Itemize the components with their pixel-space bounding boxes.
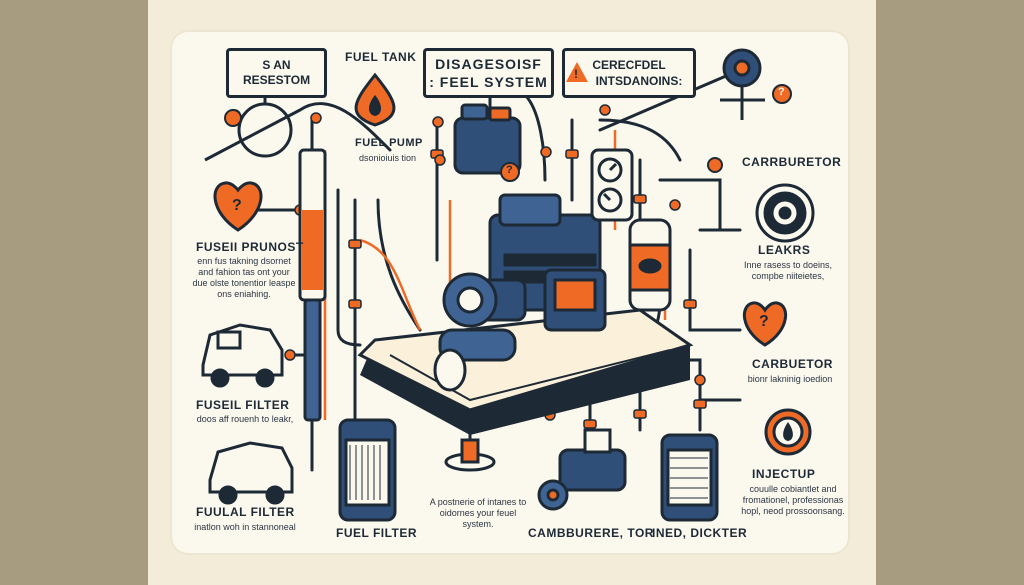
diagnose-fuel-system-line-1: DISAGESOISF: [435, 56, 542, 72]
fuseil-filter-desc: doos aff rouenh to leakr,: [196, 414, 294, 424]
drain-valve: [444, 438, 496, 472]
fuel-tank-label: FUEL TANK: [345, 50, 417, 64]
fuel-pump-desc: dsonioiuis tion: [358, 153, 417, 163]
fuulal-filter-desc: inatlon woh in stannoneal: [194, 522, 296, 532]
carbuetor-desc: bionr lakninig ioedion: [747, 374, 833, 384]
warning-triangle-icon: [566, 62, 588, 82]
fuel-filter-label: FUEL FILTER: [336, 526, 418, 540]
injectup-desc: couulle cobiantlet and fromationel, prof…: [741, 484, 845, 516]
question-glyph-valve: ?: [778, 86, 785, 98]
engine-block: [433, 193, 607, 392]
fuel-filter-cylinder: [338, 418, 397, 522]
diagnose-fuel-system-line-2: : FEEL SYSTEM: [429, 74, 548, 90]
warning-line-2: INTSDANOINS:: [595, 74, 683, 88]
injector-drop-badge: [764, 408, 812, 456]
question-badge: [224, 109, 242, 127]
warning-line-1: CERECFDEL: [592, 58, 666, 72]
carbuetor-label: CARBUETOR: [752, 357, 833, 371]
ined-dickter-label: INED, DICKTER: [652, 526, 748, 540]
scan-system-line-1: S AN: [262, 58, 291, 72]
question-badges: [224, 84, 792, 182]
question-badge: [707, 157, 723, 173]
fuel-reservoir: [453, 103, 522, 175]
fuel-tank-drop-icon: [354, 72, 396, 127]
question-glyph-heart-left: ?: [232, 197, 242, 214]
fuseil-filter-label: FUSEIL FILTER: [196, 398, 290, 412]
scan-system-line-2: RESESTOM: [242, 73, 311, 87]
diagnose-fuel-system-banner: DISAGESOISF : FEEL SYSTEM: [423, 48, 554, 98]
carburetor-top-label: CARRBURETOR: [742, 155, 842, 169]
fuel-sight-tube: [298, 148, 327, 422]
fuel-filter-canister: [628, 218, 672, 312]
leakrs-label: LEAKRS: [758, 243, 811, 257]
cambburere-label: CAMBBURERE, TOR: [528, 526, 654, 540]
postnerie-desc: A postnerie of intanes to oidornes your …: [429, 497, 527, 529]
fuseil-prunost-label: FUSEII PRUNOST: [196, 240, 304, 254]
vehicle-icons: [201, 323, 294, 505]
oil-filter-cylinder: [660, 433, 719, 522]
warning-icon-glyph: !: [574, 67, 578, 81]
scan-system-banner: S AN RESESTOM: [226, 48, 327, 98]
injectup-label: INJECTUP: [752, 467, 816, 481]
question-badge: [500, 162, 520, 182]
fuel-pump-label: FUEL PUMP: [355, 137, 423, 149]
pump-assembly: [537, 428, 627, 511]
fuseil-prunost-desc: enn fus takning dsornet and fahion tas o…: [192, 256, 296, 299]
valve-assembly: [720, 48, 765, 120]
diagnostic-heart-icons: [213, 181, 788, 347]
question-glyph-heart-right: ?: [759, 313, 769, 330]
leakrs-desc: Inne rasess to doeins, compbe niiteietes…: [743, 260, 833, 281]
question-badge: [772, 84, 792, 104]
pressure-gauges: [590, 148, 634, 222]
carburetor-fan: [755, 183, 815, 243]
fuulal-filter-label: FUULAL FILTER: [196, 505, 295, 519]
question-glyph-reservoir: ?: [506, 164, 513, 176]
